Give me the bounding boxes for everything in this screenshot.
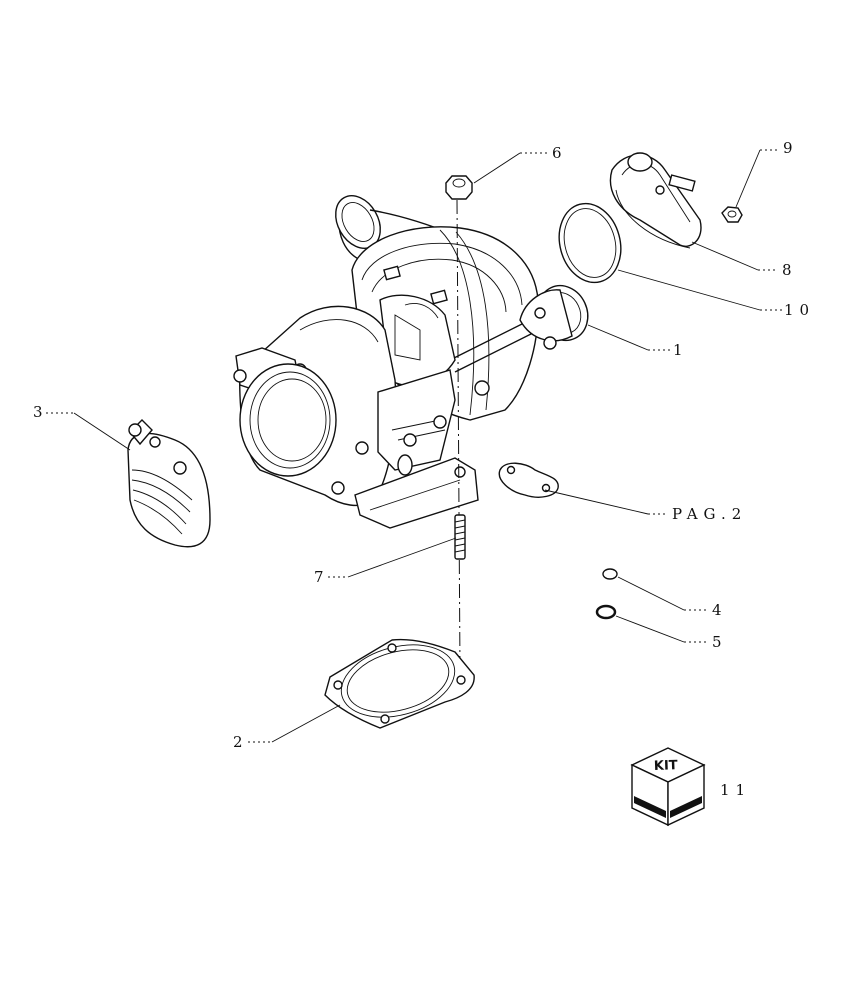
part-7-stud [454, 514, 466, 560]
leader-lines [46, 149, 782, 743]
kit-box-icon: KIT [630, 747, 706, 827]
kit-box-label: KIT [654, 758, 678, 774]
part-8-vband-clamp [609, 152, 702, 249]
callout-pag-2: PAG.2 [672, 505, 747, 523]
part-4-ring [602, 568, 618, 580]
callout-9: 9 [783, 139, 794, 157]
callout-2: 2 [233, 733, 244, 751]
part-6-nut [445, 175, 473, 200]
callout-10: 10 [784, 301, 815, 319]
callout-6: 6 [552, 144, 563, 162]
callout-5: 5 [712, 633, 723, 651]
turbocharger-assembly [233, 195, 589, 529]
part-3-clamp [127, 419, 211, 548]
callout-3: 3 [33, 403, 44, 421]
callout-4: 4 [712, 601, 723, 619]
part-small-gasket [498, 462, 559, 498]
part-10-o-ring [558, 202, 622, 284]
callout-7: 7 [314, 568, 325, 586]
callout-11: 11 [720, 781, 751, 799]
part-9-small-nut [721, 206, 743, 223]
callout-8: 8 [782, 261, 793, 279]
callout-1: 1 [673, 341, 684, 359]
part-2-flange-gasket [324, 638, 475, 729]
assembly-axis-line [456, 199, 461, 671]
part-5-ring [595, 604, 617, 620]
